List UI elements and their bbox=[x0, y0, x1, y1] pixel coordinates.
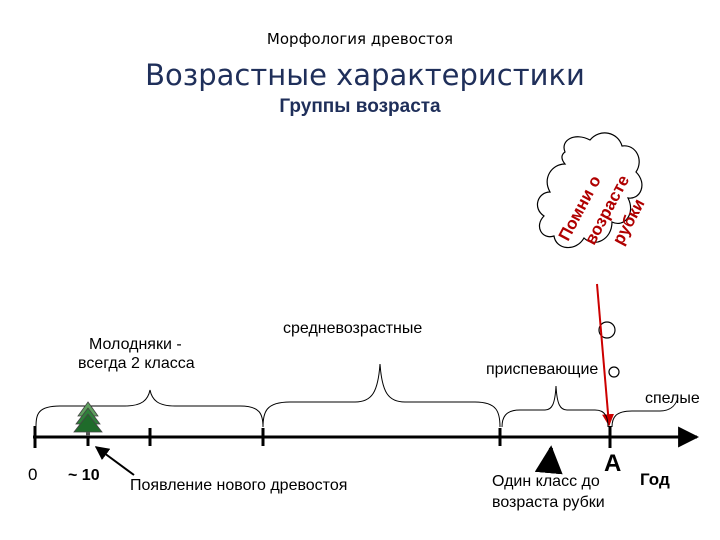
brace-young bbox=[35, 389, 264, 428]
label-young-2: всегда 2 класса bbox=[78, 355, 195, 372]
label-middle: средневозрастные bbox=[283, 320, 423, 337]
label-new-stand: Появление нового древостоя bbox=[130, 477, 348, 494]
label-a-marker: А bbox=[604, 450, 622, 477]
subtitle: Группы возраста bbox=[279, 96, 441, 117]
supertitle: Морфология древостоя bbox=[266, 30, 454, 48]
cloud-bubble-small bbox=[608, 366, 620, 378]
label-one-class-2: возраста рубки bbox=[492, 494, 605, 511]
label-year: Год bbox=[640, 470, 670, 489]
brace-mature bbox=[611, 397, 679, 428]
young-tree-icon bbox=[73, 401, 103, 436]
label-young-1: Молодняки - bbox=[89, 336, 182, 353]
label-mature: спелые bbox=[645, 390, 700, 407]
brace-middle bbox=[262, 363, 501, 428]
one-class-arrow bbox=[534, 445, 563, 475]
new-stand-arrow bbox=[94, 446, 135, 476]
thought-cloud bbox=[536, 132, 643, 249]
label-one-class-1: Один класс до bbox=[492, 473, 600, 490]
cloud-bubble-large bbox=[598, 321, 616, 339]
label-zero: 0 bbox=[28, 465, 38, 484]
label-ten: ~ 10 bbox=[68, 467, 100, 484]
cutting-age-arrow bbox=[596, 283, 615, 427]
brace-ripening bbox=[501, 385, 609, 428]
page-title: Возрастные характеристики bbox=[145, 58, 585, 92]
label-ripening: приспевающие bbox=[486, 361, 599, 378]
